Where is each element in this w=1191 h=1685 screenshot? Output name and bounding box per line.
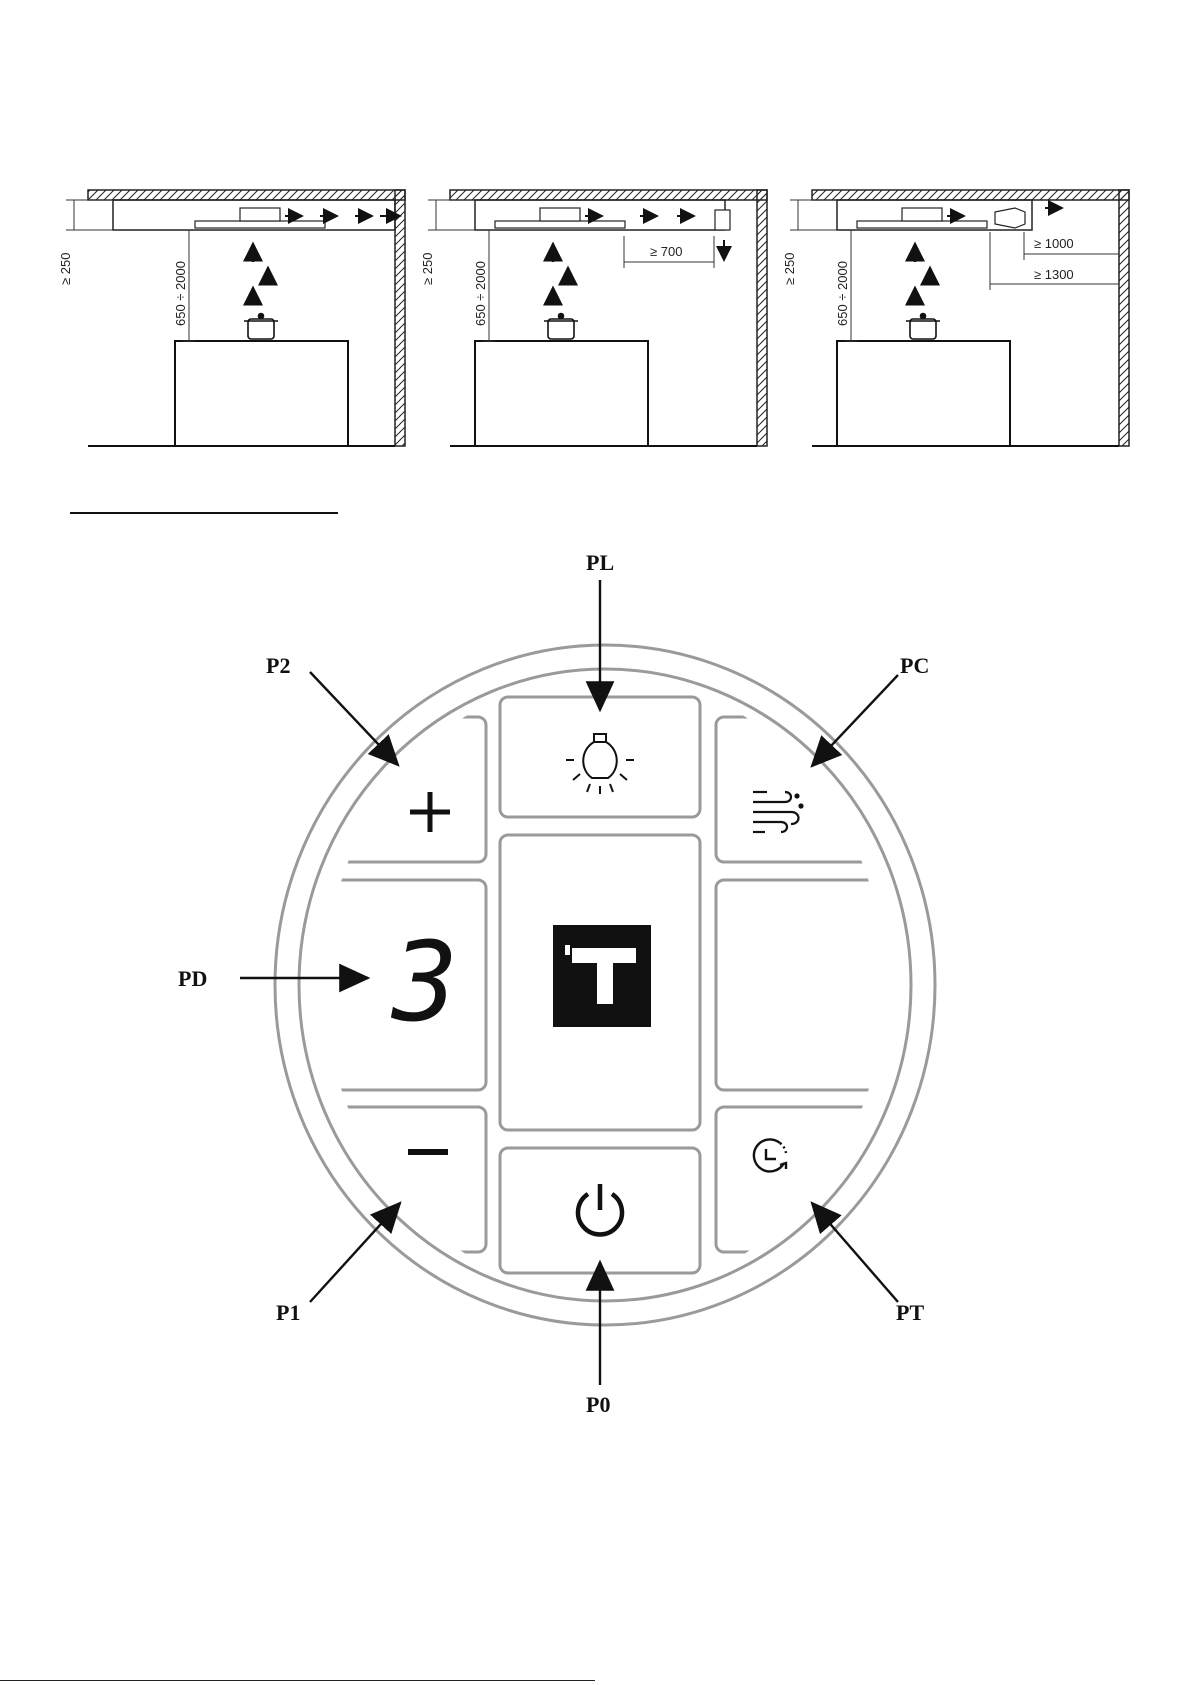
blank-panel-right (716, 880, 902, 1090)
speed-display-value: 3 (391, 918, 458, 1046)
callout-display: PD (178, 966, 207, 991)
callout-fan-minus: P1 (276, 1300, 300, 1325)
callout-light: PL (586, 550, 614, 575)
callout-timer: PT (896, 1300, 924, 1325)
brand-t-logo (553, 925, 651, 1027)
callout-power: P0 (586, 1392, 610, 1417)
power-button[interactable] (500, 1148, 700, 1273)
light-button[interactable] (500, 697, 700, 817)
callout-fan-plus: P2 (266, 653, 290, 678)
callout-clean-air: PC (900, 653, 929, 678)
footer-rule (0, 1680, 595, 1681)
